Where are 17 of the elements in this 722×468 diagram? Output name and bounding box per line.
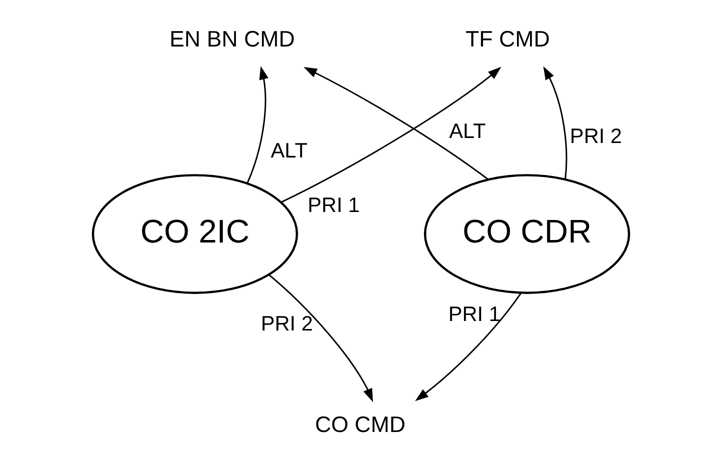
arrow	[268, 274, 373, 402]
node-text: TF CMD	[466, 26, 550, 52]
edge-label: ALT	[449, 120, 486, 143]
edge-label: PRI 1	[308, 194, 360, 217]
node-ellipse: CO CDR	[424, 174, 630, 294]
node-text: CO CMD	[314, 412, 406, 438]
arrow	[304, 67, 488, 180]
arrow	[246, 66, 268, 184]
edge-label: PRI 2	[570, 125, 622, 148]
arrow	[543, 66, 568, 180]
edge-label: ALT	[270, 140, 308, 163]
edge-label: PRI 1	[448, 302, 500, 326]
edge-label: PRI 2	[260, 312, 313, 336]
arrow	[280, 66, 502, 203]
arrow	[415, 292, 522, 402]
node-ellipse: CO 2IC	[92, 174, 298, 294]
node-text: EN BN CMD	[170, 26, 295, 52]
